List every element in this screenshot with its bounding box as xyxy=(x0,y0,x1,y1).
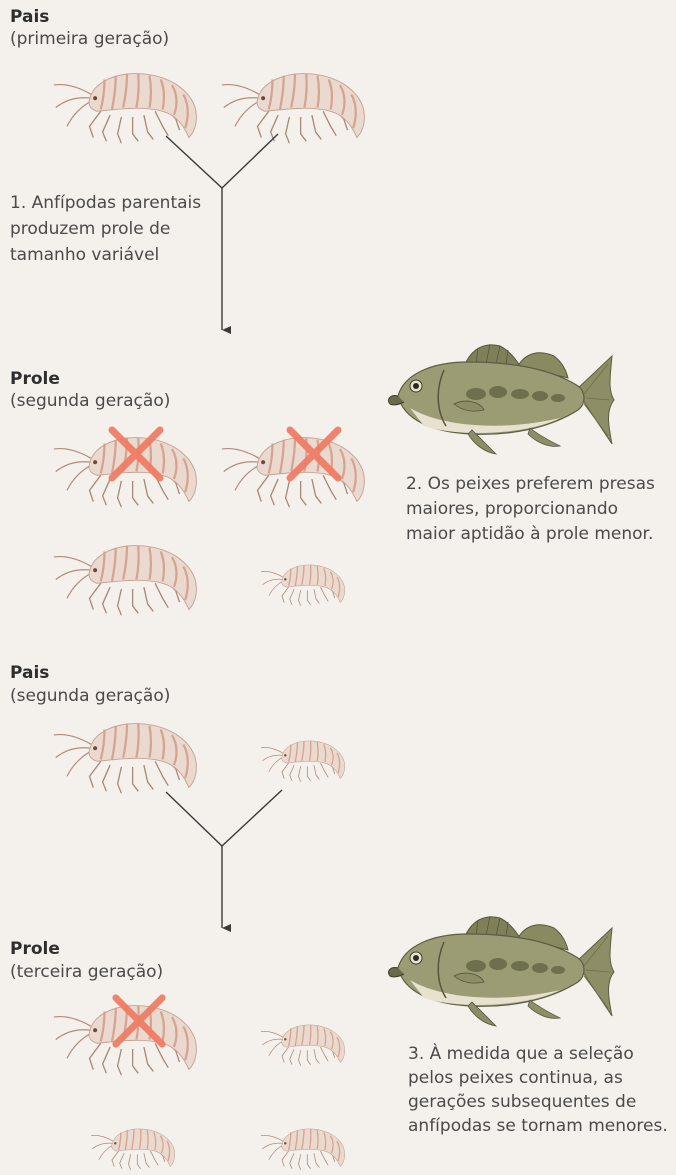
amphipod-icon xyxy=(54,546,197,616)
amphipod-icon xyxy=(261,565,345,606)
amphipod-icon xyxy=(54,74,197,144)
bass-fish-icon xyxy=(388,344,614,454)
amphipod-icon xyxy=(222,74,365,144)
amphipod-icon xyxy=(54,724,197,794)
y-connector xyxy=(166,790,282,928)
y-connector xyxy=(166,134,278,330)
amphipod-icon xyxy=(54,1006,197,1076)
amphipod-icon xyxy=(91,1129,175,1170)
bass-fish-icon xyxy=(388,916,614,1026)
amphipod-icon xyxy=(261,741,345,782)
amphipod-icon xyxy=(261,1129,345,1170)
amphipod-icon xyxy=(261,1025,345,1066)
